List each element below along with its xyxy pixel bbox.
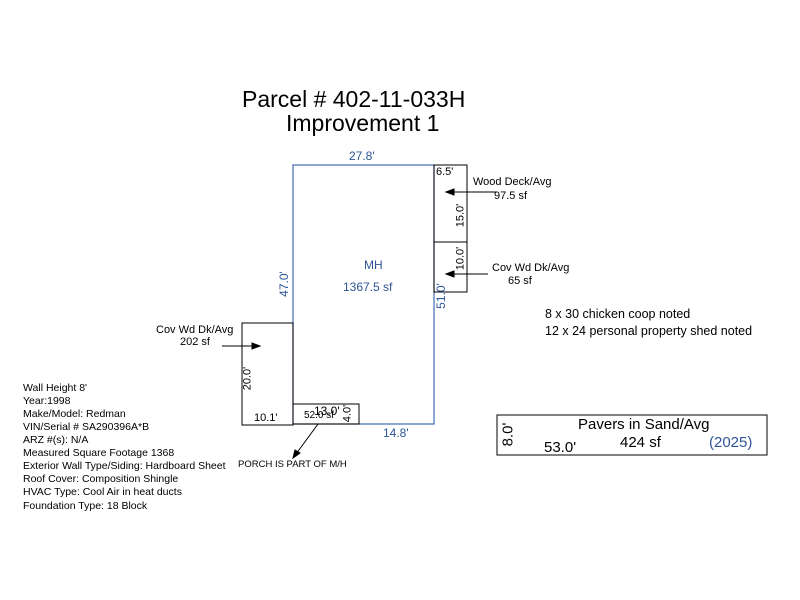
cov-deck-left-outline: [241, 322, 294, 426]
info-arz: ARZ #(s): N/A: [23, 434, 89, 446]
note-chicken-coop: 8 x 30 chicken coop noted: [545, 307, 691, 321]
wood-deck-arrow: [444, 188, 497, 196]
cov-deck-left-area: 202 sf: [180, 336, 210, 348]
mh-outline: [292, 164, 435, 425]
mh-dim-right: 51.0': [434, 283, 448, 309]
porch-note: PORCH IS PART OF M/H: [238, 459, 347, 470]
porch-dim-height: 4.0': [341, 404, 354, 423]
mh-dim-top: 27.8': [349, 149, 375, 163]
info-roof: Roof Cover: Composition Shingle: [23, 473, 179, 485]
cov-deck-left-dim-width: 10.1': [254, 412, 278, 424]
info-vin: VIN/Serial # SA290396A*B: [23, 421, 150, 433]
improvement-title: Improvement 1: [286, 110, 440, 136]
pavers-dim-width: 53.0': [544, 439, 577, 456]
mh-dim-left: 47.0': [277, 271, 291, 297]
wood-deck-label: Wood Deck/Avg: [473, 176, 552, 188]
cov-deck-left-label: Cov Wd Dk/Avg: [156, 324, 234, 336]
cov-deck-right-outline: [433, 241, 468, 293]
cov-deck-right-area: 65 sf: [508, 275, 532, 287]
cov-deck-left-arrow: [222, 342, 262, 350]
pavers-outline: [496, 414, 768, 456]
porch-arrow: [292, 423, 319, 460]
porch-area: 52.0 sf: [304, 410, 335, 421]
pavers-dim-height: 8.0': [499, 422, 517, 447]
pavers-area: 424 sf: [620, 434, 661, 451]
mh-area: 1367.5 sf: [343, 280, 393, 294]
porch-dim-width: 13.0': [314, 404, 340, 418]
pavers-year: (2025): [709, 434, 753, 451]
info-year: Year:1998: [23, 395, 71, 407]
info-make-model: Make/Model: Redman: [23, 408, 126, 420]
wood-deck-dim-width: 6.5': [436, 166, 454, 178]
pavers-label: Pavers in Sand/Avg: [578, 416, 710, 433]
cov-deck-right-label: Cov Wd Dk/Avg: [492, 262, 570, 274]
info-wall-height: Wall Height 8': [23, 382, 88, 394]
info-siding: Exterior Wall Type/Siding: Hardboard She…: [23, 460, 226, 472]
info-foundation: Foundation Type: 18 Block: [23, 500, 148, 512]
mh-label: MH: [364, 258, 383, 272]
wood-deck-dim-height: 15.0': [454, 203, 467, 228]
info-sqft: Measured Square Footage 1368: [23, 447, 175, 459]
cov-deck-right-arrow: [444, 270, 488, 278]
wood-deck-area: 97.5 sf: [494, 190, 528, 202]
cov-deck-right-dim-height: 10.0': [454, 246, 467, 271]
parcel-title: Parcel # 402-11-033H: [242, 86, 466, 112]
info-hvac: HVAC Type: Cool Air in heat ducts: [23, 486, 182, 498]
note-shed: 12 x 24 personal property shed noted: [545, 324, 753, 338]
mh-dim-bottom: 14.8': [383, 426, 409, 440]
cov-deck-left-dim-height: 20.0': [241, 366, 254, 391]
